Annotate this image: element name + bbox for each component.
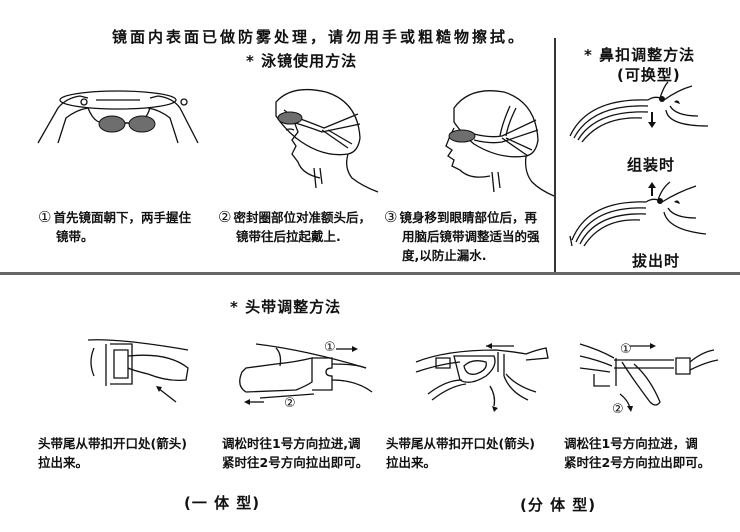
nose-bridge-assemble-illustration (569, 81, 709, 143)
strap-panel2-adjust-illustration (239, 343, 373, 405)
strap-panel3-pull-out-illustration (415, 343, 549, 412)
strap-panel4-adjust-illustration (579, 343, 719, 412)
step3-number: ③ (384, 208, 398, 226)
direction-2-marker: ② (284, 396, 296, 411)
step1-number: ① (38, 208, 52, 226)
strap-panel2-caption: 调松时往1号方向拉进,调 紧时往2号方向拉出即可。 (222, 436, 369, 470)
step2-number: ② (218, 208, 232, 226)
strap-adjust-title: * 头带调整方法 (230, 298, 342, 316)
vertical-divider (554, 38, 556, 274)
direction-2-marker-split: ② (612, 402, 624, 417)
nose-bridge-title: * 鼻扣调整方法 (584, 46, 696, 64)
direction-1-marker-split: ① (620, 342, 632, 357)
one-piece-type-label: (一 体 型) (184, 494, 261, 512)
nose-bridge-remove-illustration (569, 181, 707, 247)
strap-panel1-caption: 头带尾从带扣开口处(箭头) 拉出来。 (38, 436, 187, 470)
nose-bridge-subtitle: (可换型) (617, 66, 681, 84)
split-type-label: (分 体 型) (520, 496, 597, 514)
strap-panel1-pull-out-illustration (87, 339, 189, 403)
remove-label: 拔出时 (632, 252, 681, 270)
assemble-label: 组装时 (627, 156, 676, 174)
goggle-usage-title: * 泳镜使用方法 (246, 52, 358, 70)
horizontal-divider (0, 272, 740, 275)
strap-panel3-caption: 头带尾从带扣开口处(箭头) 拉出来。 (386, 436, 535, 470)
direction-1-marker: ① (324, 340, 336, 355)
strap-panel4-caption: 调松往1号方向拉进，调 紧时往2号方向拉出即可。 (564, 436, 711, 470)
step3-goggles-on-eyes-illustration (445, 90, 555, 197)
anti-fog-warning: 镜面内表面已做防雾处理，请勿用手或粗糙物擦拭。 (112, 28, 527, 46)
step1-hands-holding-goggles-illustration (37, 90, 199, 144)
step2-goggles-on-forehead-illustration (275, 88, 379, 193)
